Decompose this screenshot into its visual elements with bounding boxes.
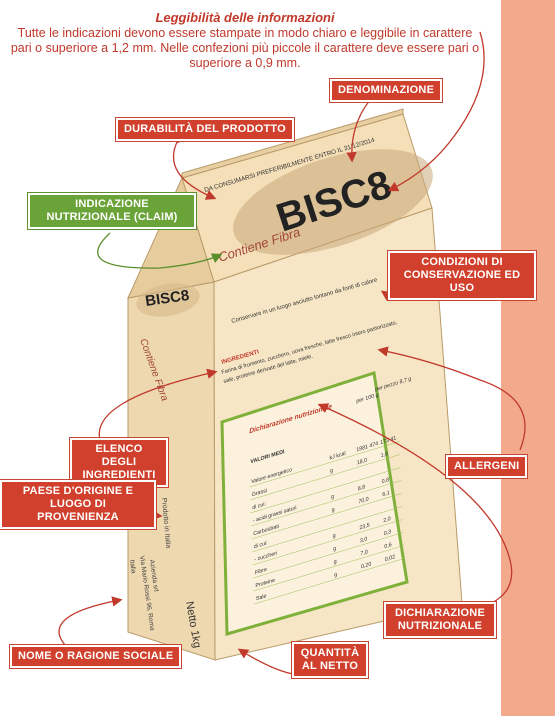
nutrition-row-unit: g	[334, 559, 337, 566]
company-line-3: Italia	[128, 559, 137, 574]
nutrition-row-label: di cui:	[252, 501, 266, 511]
label-origine: PAESE D'ORIGINE E LUOGO DI PROVENIENZA	[0, 480, 156, 529]
nutrition-row-value-100g: 18,0	[357, 457, 367, 466]
nutrition-row-label: Fibre	[255, 567, 267, 577]
origin-text: Prodotto in Italia	[160, 498, 171, 549]
label-allergeni: ALLERGENI	[446, 455, 528, 478]
side-brand-text: BISC8	[144, 287, 190, 310]
nutrition-row-value-portion: 2,0	[383, 516, 391, 524]
nutrition-row-unit: g	[334, 572, 337, 579]
nutrition-row-value-portion: 0,02	[385, 554, 395, 563]
connectors	[58, 31, 526, 676]
nutrition-row-unit: g	[333, 533, 336, 540]
nutrition-row-divider	[250, 467, 401, 514]
legibility-note: Leggibilità delle informazioni Tutte le …	[10, 10, 480, 71]
legibility-title: Leggibilità delle informazioni	[155, 10, 335, 25]
label-durabilita: DURABILITÀ DEL PRODOTTO	[116, 118, 294, 141]
label-ingredienti: ELENCO DEGLI INGREDIENTI	[70, 438, 168, 487]
label-nome: NOME O RAGIONE SOCIALE	[10, 645, 182, 668]
nutrition-row-value-100g: 23,5	[359, 522, 369, 531]
label-quantita: QUANTITÀ AL NETTO	[292, 642, 368, 678]
connector-durabilita	[173, 137, 217, 200]
label-claim: INDICAZIONE NUTRIZIONALE (CLAIM)	[28, 193, 196, 229]
nutrition-row-label: Grassi	[252, 488, 267, 499]
nutrition-row-unit: kJ kcal	[329, 451, 345, 462]
label-denominazione: DENOMINAZIONE	[330, 79, 443, 102]
nutrition-table-frame	[220, 371, 409, 636]
nutrition-row-unit: g	[332, 507, 335, 514]
nutrition-row-unit: g	[333, 546, 336, 553]
nutrition-row-value-100g: 70,0	[358, 496, 368, 505]
nutrition-row-divider	[254, 558, 405, 605]
decorative-band	[501, 0, 555, 716]
nutrition-row-divider	[252, 506, 403, 553]
nutrition-row-value-portion: 0,3	[384, 529, 392, 537]
connector-allergeni	[377, 346, 526, 451]
legibility-body: Tutte le indicazioni devono essere stamp…	[10, 26, 480, 70]
label-dichiarazione: DICHIARAZIONE NUTRIZIONALE	[384, 602, 496, 638]
nutrition-row-value-100g: 3,0	[360, 536, 368, 544]
nutrition-row-label: Proteine	[255, 577, 275, 589]
label-conservazione: CONDIZIONI DI CONSERVAZIONE ED USO	[388, 251, 536, 300]
nutrition-row-value-100g: 7,0	[360, 549, 368, 557]
side-brand-oval	[136, 283, 200, 317]
nutrition-row-divider	[253, 532, 404, 579]
nutrition-row-unit: g	[331, 494, 334, 501]
connector-intro	[387, 31, 485, 192]
connector-dichiarazione	[317, 403, 513, 611]
connector-ingredienti	[98, 368, 218, 441]
nutrition-row-value-portion: 1,6	[381, 451, 389, 459]
company-line-1: Azienda srl	[148, 559, 159, 592]
connector-claim	[97, 232, 223, 269]
nutrition-row-divider	[250, 454, 400, 501]
nutrition-row-divider	[251, 480, 402, 527]
connector-denominazione	[346, 99, 371, 163]
brand-oval	[233, 149, 433, 255]
nutrition-row-unit: g	[330, 468, 333, 475]
connector-nome	[58, 596, 123, 646]
nutrition-row-value-portion: 0,8	[382, 477, 390, 485]
nutrition-row-value-portion: 173 41	[380, 435, 396, 446]
nutrition-row-value-100g: 8,8	[358, 484, 366, 492]
nutrition-row-label: di cui:	[254, 540, 268, 550]
nutrition-row-value-portion: 0,6	[384, 542, 392, 550]
nutrition-row-label: Sale	[256, 593, 267, 602]
nutrition-row-divider	[253, 545, 404, 592]
nutrition-row-divider	[251, 493, 402, 540]
nutrition-row-divider	[252, 519, 403, 566]
nutrition-row-value-100g: 0,20	[361, 561, 371, 570]
nutrition-row-divider	[249, 441, 400, 488]
nutrition-row-value-portion: 6,1	[382, 490, 390, 498]
